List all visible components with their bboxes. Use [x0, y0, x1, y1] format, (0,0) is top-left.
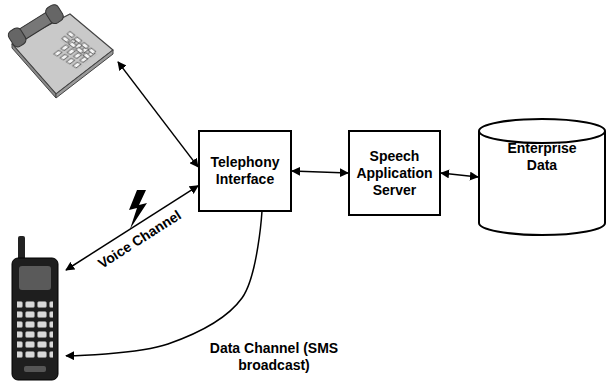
process-box: Telephony Interface	[198, 130, 292, 212]
mouthpiece	[24, 366, 46, 372]
handset-body	[12, 258, 58, 380]
node-label: Telephony Interface	[206, 154, 284, 188]
mobile-phone	[12, 236, 58, 380]
node-label: Speech Application Server	[356, 148, 433, 199]
edge-label: Voice Channel	[93, 206, 186, 274]
cylinder-body	[479, 119, 605, 235]
keypad	[17, 298, 53, 358]
connector-arrow	[292, 171, 348, 173]
edge-label: Data Channel (SMS broadcast)	[205, 340, 344, 374]
connector-arrow	[118, 62, 198, 167]
lightning-symbol	[129, 190, 147, 229]
process-box: Speech Application Server	[348, 130, 441, 216]
screen	[19, 266, 51, 290]
connector-arrow	[441, 173, 478, 177]
cylinder-outline	[478, 118, 606, 236]
desk-phone-node	[8, 2, 118, 97]
function-keys	[59, 30, 96, 60]
handset	[6, 3, 65, 49]
mobile-phone-node	[8, 233, 66, 381]
database-cylinder: Enterprise Data	[478, 118, 606, 236]
phone-side	[12, 44, 56, 98]
connector-arrow	[66, 186, 198, 270]
node-label: Enterprise Data	[497, 140, 587, 174]
desk-phone	[6, 3, 113, 98]
